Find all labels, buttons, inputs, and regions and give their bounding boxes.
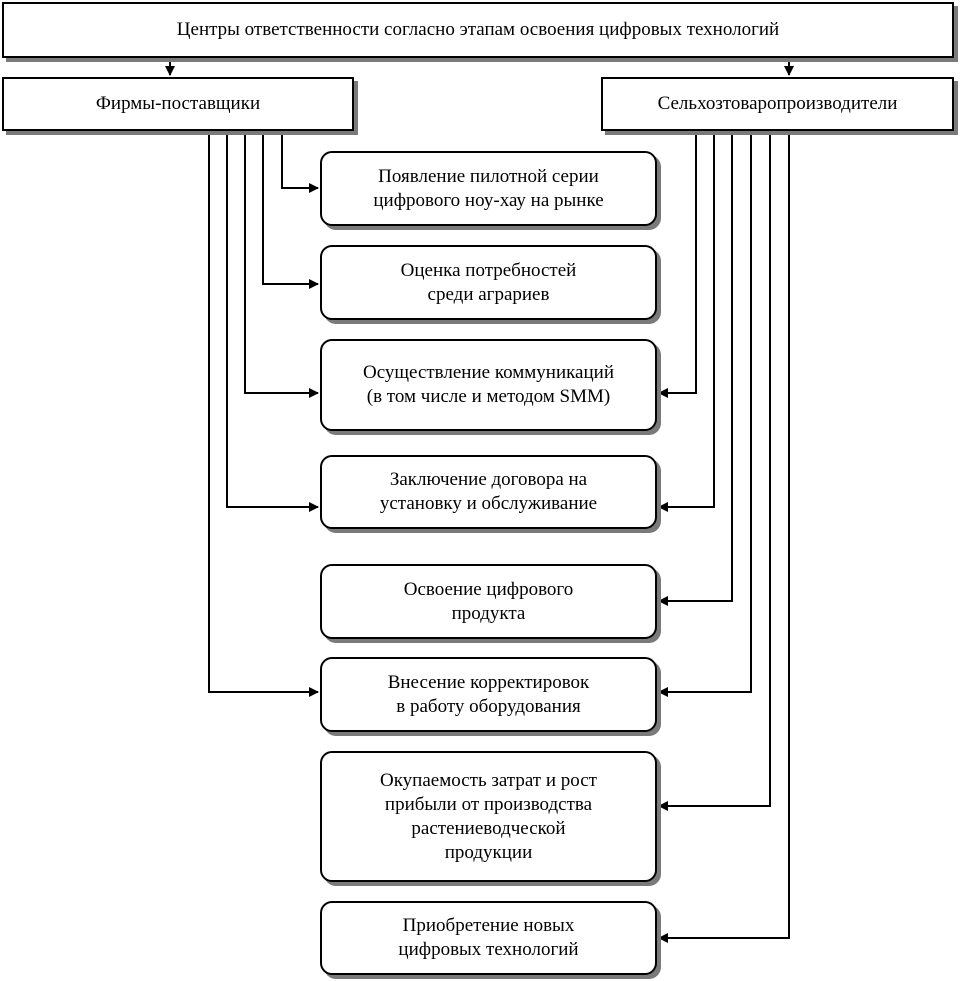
right-center-box: Сельхозтоваропроизводители <box>601 77 954 131</box>
arrow-right-to-stage-5 <box>658 132 733 606</box>
arrow-left-to-stage-3 <box>244 132 319 398</box>
stage-label: Осуществление коммуникаций (в том числе … <box>363 362 614 407</box>
stage-box: Оценка потребностей среди аграриев <box>320 245 657 320</box>
left-center-box: Фирмы-поставщики <box>2 77 354 131</box>
stage-box: Заключение договора на установку и обслу… <box>320 455 657 529</box>
stage-label: Появление пилотной серии цифрового ноу-х… <box>373 165 604 211</box>
arrow-left-to-stage-6 <box>208 132 319 697</box>
arrow-right-to-stage-3 <box>658 132 697 398</box>
diagram-title: Центры ответственности согласно этапам о… <box>176 19 780 40</box>
stage-box: Приобретение новых цифровых технологий <box>320 901 657 975</box>
arrow-right-to-stage-7 <box>658 132 771 811</box>
arrow-left-to-stage-4 <box>226 132 319 512</box>
stage-label: Оценка потребностей среди аграриев <box>400 259 577 305</box>
arrow-left-to-stage-2 <box>262 132 319 289</box>
arrow-left-to-stage-1 <box>281 132 319 193</box>
stage-box: Появление пилотной серии цифрового ноу-х… <box>320 151 657 226</box>
arrow-right-to-stage-4 <box>658 132 715 512</box>
stage-box: Окупаемость затрат и рост прибыли от про… <box>320 751 657 882</box>
stage-box: Осуществление коммуникаций (в том числе … <box>320 339 657 431</box>
stage-box: Освоение цифрового продукта <box>320 564 657 639</box>
stage-label: Освоение цифрового продукта <box>403 578 574 624</box>
stage-label: Приобретение новых цифровых технологий <box>398 915 579 960</box>
stage-label: Внесение корректировок в работу оборудов… <box>387 671 590 717</box>
arrow-right-to-stage-6 <box>658 132 752 697</box>
right-center-label: Сельхозтоваропроизводители <box>657 93 898 114</box>
stage-label: Заключение договора на установку и обслу… <box>379 469 598 514</box>
title-box: Центры ответственности согласно этапам о… <box>2 2 954 58</box>
stage-box: Внесение корректировок в работу оборудов… <box>320 657 657 732</box>
left-center-label: Фирмы-поставщики <box>95 93 261 114</box>
stage-label: Окупаемость затрат и рост прибыли от про… <box>380 769 597 863</box>
arrow-right-to-stage-8 <box>658 132 790 943</box>
